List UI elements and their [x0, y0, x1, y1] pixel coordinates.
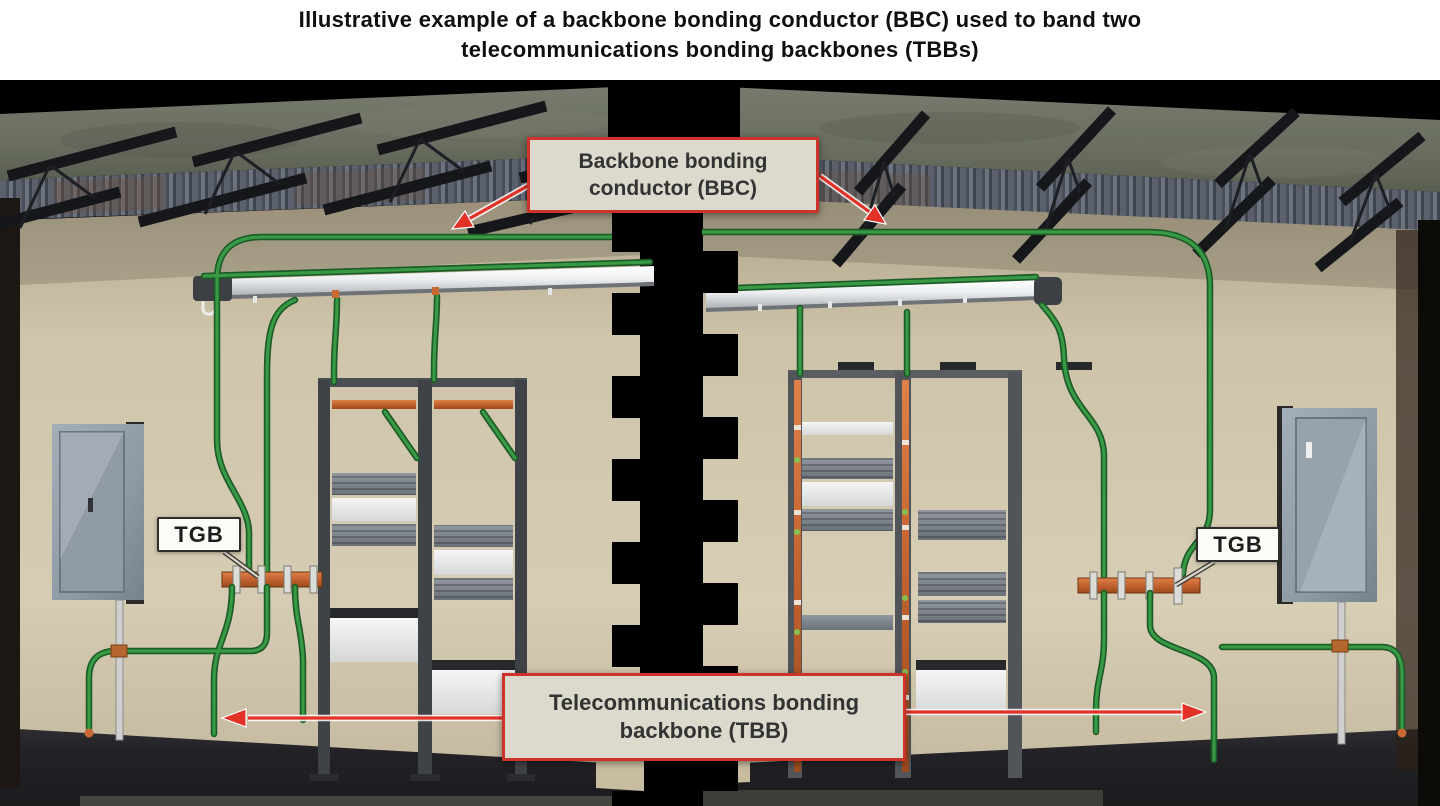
tgb-label-left-text: TGB [174, 521, 224, 547]
rack-bonding-busbar [332, 400, 416, 409]
right-conduit [1337, 601, 1346, 745]
left-corner-column [0, 198, 20, 788]
panel-handle [1306, 442, 1312, 458]
right-rack-equipment [802, 422, 1006, 714]
arrowheads [220, 203, 1208, 728]
right-floor [703, 728, 1440, 806]
tbb-arrow-left-head [220, 708, 247, 728]
tbb-arrow-right-head [1181, 702, 1208, 722]
left-rack-equipment [330, 473, 515, 714]
panel-handle [88, 498, 93, 512]
bonding-conductors-lower [84, 583, 1407, 764]
right-equipment-racks [788, 362, 1092, 778]
left-cable-runway [193, 266, 655, 316]
tgb-leader-lines [222, 549, 1216, 588]
bbc-arrow-right-head [862, 203, 888, 225]
bonding-conductors-upper [200, 228, 1214, 580]
right-cable-runway [706, 277, 1062, 312]
bbc-arrow-left-head [450, 209, 475, 230]
tgb-label-right: TGB [1196, 527, 1280, 562]
title-line-2: telecommunications bonding backbones (TB… [461, 37, 979, 62]
tbb-callout-text: Telecommunications bonding backbone (TBB… [548, 690, 860, 743]
title-line-1: Illustrative example of a backbone bondi… [298, 7, 1142, 32]
bbc-callout-text: Backbone bonding conductor (BBC) [578, 150, 768, 200]
left-equipment-racks [310, 378, 535, 781]
conduit-bond-clamp [1331, 639, 1349, 653]
figure-title: Illustrative example of a backbone bondi… [0, 0, 1440, 80]
ceiling-bar-joists [0, 100, 1426, 273]
right-floor-edge [703, 790, 1103, 806]
j-hook [201, 301, 216, 316]
right-ceiling-slab [703, 86, 1440, 192]
annotation-arrows [220, 173, 1208, 728]
right-wall [703, 196, 1422, 780]
tgb-label-right-text: TGB [1213, 531, 1263, 557]
right-corner-column [1418, 220, 1440, 806]
tbb-callout: Telecommunications bonding backbone (TBB… [502, 673, 906, 761]
bbc-callout: Backbone bonding conductor (BBC) [527, 137, 819, 213]
illustration-scene: Backbone bonding conductor (BBC) Telecom… [0, 80, 1440, 806]
conduit-bond-clamp [110, 644, 128, 658]
left-floor-edge [80, 796, 640, 806]
left-conduit [115, 599, 124, 741]
tgb-label-left: TGB [157, 517, 241, 552]
left-electrical-panel [52, 422, 144, 741]
right-electrical-panel [1277, 406, 1377, 745]
vertical-rack-busbar [794, 380, 801, 772]
scene-drawing [0, 80, 1440, 806]
left-tgb-busbar [221, 565, 323, 594]
